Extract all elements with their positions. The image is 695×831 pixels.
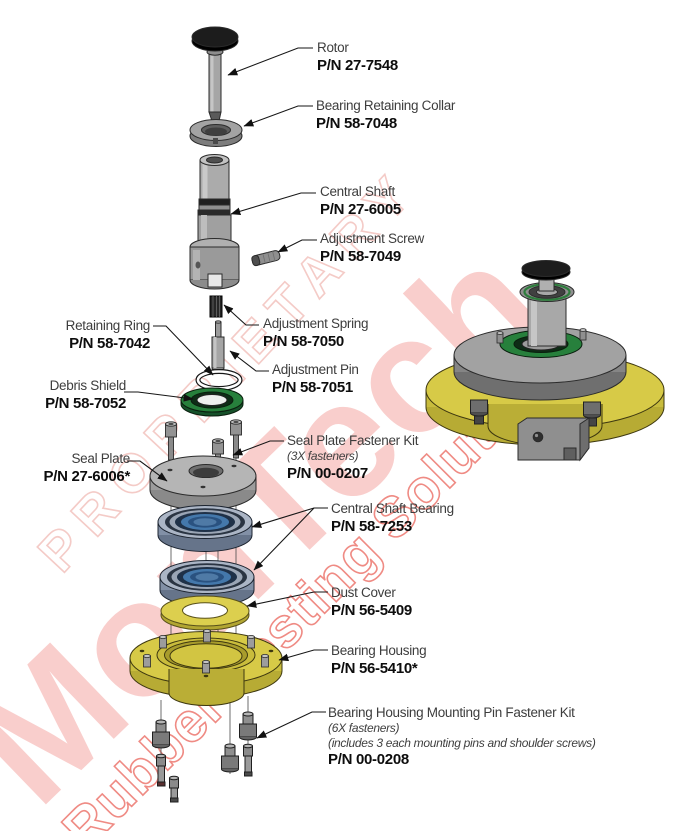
label-adjustment-screw: Adjustment Screw P/N 58-7049 (320, 231, 424, 266)
label-seal-plate: Seal Plate P/N 27-6006* (43, 451, 131, 486)
adjustment-pin-graphic (211, 320, 225, 371)
part-note: (6X fasteners) (328, 721, 400, 735)
leader-lines (124, 47, 328, 739)
part-name: Central Shaft (320, 184, 395, 199)
part-number: P/N 58-7050 (263, 333, 344, 350)
adjustment-spring-graphic (209, 295, 223, 318)
part-name: Bearing Housing (331, 643, 427, 658)
bearing-housing-graphic (129, 629, 283, 706)
part-name: Retaining Ring (65, 318, 151, 333)
label-adjustment-spring: Adjustment Spring P/N 58-7050 (263, 316, 369, 351)
dust-cover-graphic (160, 595, 250, 631)
part-name: Dust Cover (331, 585, 396, 600)
part-number: P/N 58-7052 (45, 395, 126, 412)
part-name: Rotor (317, 40, 349, 55)
label-seal-plate-fastener-kit: Seal Plate Fastener Kit (3X fasteners) P… (287, 433, 418, 483)
part-name: Adjustment Spring (263, 316, 369, 331)
part-number: P/N 27-6006* (43, 468, 131, 485)
seal-plate-graphic (149, 455, 257, 511)
central-shaft-bearing-top-graphic (157, 505, 253, 552)
label-debris-shield: Debris Shield P/N 58-7052 (45, 378, 126, 413)
label-central-shaft-bearing: Central Shaft Bearing P/N 58-7253 (331, 501, 454, 536)
assembled-unit-graphic (425, 260, 665, 462)
bearing-retaining-collar-graphic (189, 119, 243, 147)
part-name: Seal Plate Fastener Kit (287, 433, 419, 448)
part-number: P/N 27-6005 (320, 201, 401, 218)
part-number: P/N 58-7049 (320, 248, 401, 265)
part-name: Central Shaft Bearing (331, 501, 454, 516)
part-number: P/N 58-7042 (69, 335, 150, 352)
label-dust-cover: Dust Cover P/N 56-5409 (331, 585, 412, 620)
part-number: P/N 00-0208 (328, 751, 409, 768)
part-number: P/N 00-0207 (287, 464, 368, 482)
part-note: (includes 3 each mounting pins and shoul… (328, 735, 596, 750)
part-name: Debris Shield (49, 378, 127, 393)
part-name: Bearing Retaining Collar (316, 98, 456, 113)
part-number: P/N 56-5409 (331, 602, 412, 619)
label-retaining-ring: Retaining Ring P/N 58-7042 (65, 318, 151, 353)
part-number: P/N 58-7048 (316, 115, 397, 132)
part-number: P/N 58-7051 (272, 379, 353, 396)
mounting-fasteners-graphic (152, 711, 257, 803)
part-name: Adjustment Pin (272, 362, 359, 377)
part-name: Adjustment Screw (320, 231, 424, 246)
label-rotor: Rotor P/N 27-7548 (317, 40, 398, 75)
part-name: Seal Plate (71, 451, 130, 466)
debris-shield-graphic (180, 387, 244, 417)
label-adjustment-pin: Adjustment Pin P/N 58-7051 (272, 362, 359, 397)
adjustment-screw-graphic (251, 250, 281, 267)
part-number: P/N 27-7548 (317, 57, 398, 74)
central-shaft-graphic (189, 154, 240, 290)
part-number: P/N 58-7253 (331, 518, 412, 535)
label-central-shaft: Central Shaft P/N 27-6005 (320, 184, 401, 219)
part-name: Bearing Housing Mounting Pin Fastener Ki… (328, 705, 575, 720)
part-note: (3X fasteners) (287, 449, 359, 463)
rotor-graphic (191, 26, 239, 127)
label-bearing-retaining-collar: Bearing Retaining Collar P/N 58-7048 (316, 98, 455, 133)
part-number: P/N 56-5410* (331, 660, 418, 677)
label-bearing-housing-mounting-pin-fastener-kit: Bearing Housing Mounting Pin Fastener Ki… (328, 705, 596, 769)
label-bearing-housing: Bearing Housing P/N 56-5410* (331, 643, 427, 678)
